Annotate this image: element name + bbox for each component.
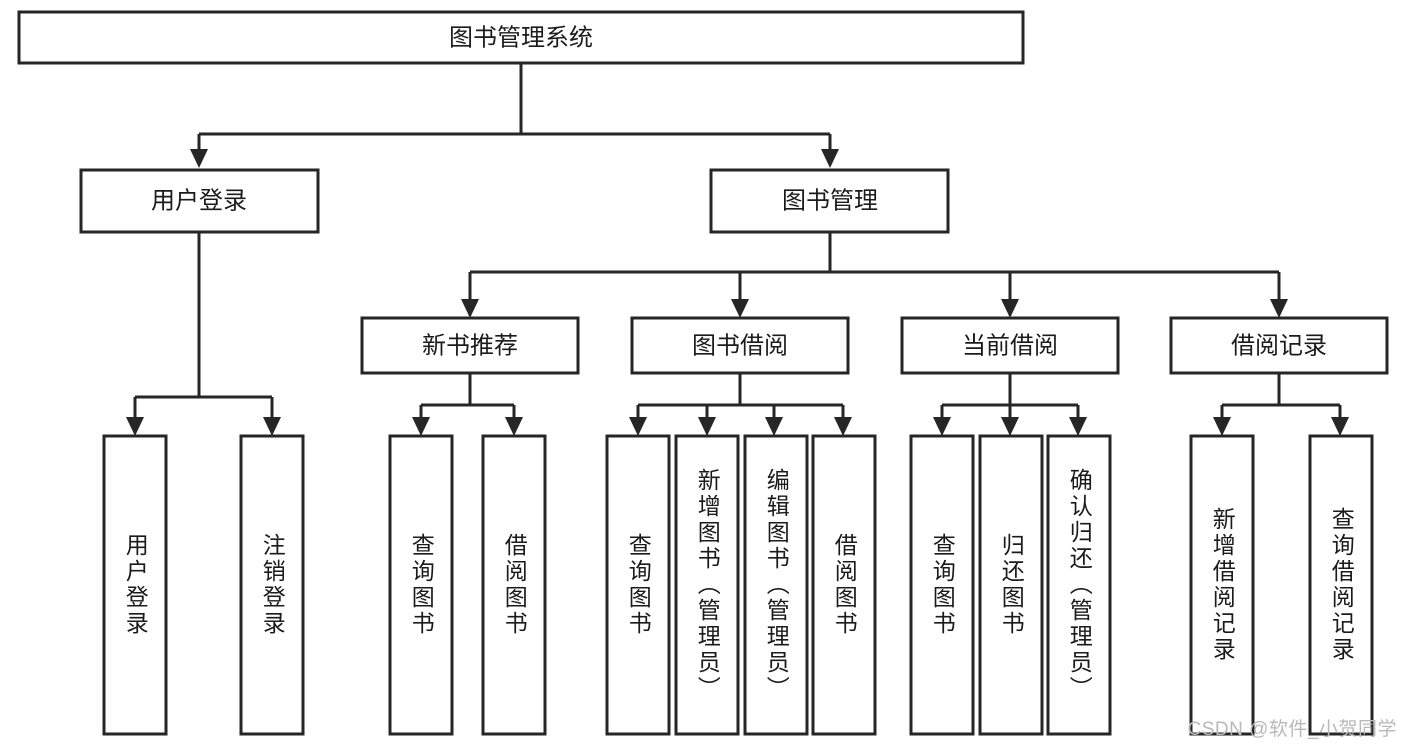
node-user-login[interactable]: 用户登录: [79, 168, 320, 234]
node-book-borrow-label: 图书借阅: [692, 332, 788, 359]
edges-newbook-to-leaves: [412, 373, 523, 436]
watermark-text: CSDN @软件_小贺同学: [1187, 719, 1397, 740]
edges-borrowrecord-to-leaves: [1213, 373, 1349, 436]
leaf-box-newbook-query[interactable]: [388, 434, 454, 736]
leaf-box-current-return[interactable]: [978, 434, 1044, 736]
node-current-borrow-label: 当前借阅: [962, 332, 1058, 359]
edges-currentborrow-to-leaves: [933, 373, 1087, 436]
edges-bookborrow-to-leaves: [629, 373, 852, 436]
leaf-box-current-confirm[interactable]: [1046, 434, 1112, 736]
leaf-box-user-login-signin[interactable]: [102, 434, 168, 736]
leaf-box-record-add[interactable]: [1189, 434, 1255, 736]
node-user-login-label: 用户登录: [151, 187, 247, 214]
leaf-box-user-login-signout[interactable]: [239, 434, 305, 736]
leaf-box-borrow-add[interactable]: [674, 434, 740, 736]
edges-bookmgmt-to-level3: [461, 232, 1288, 318]
leaf-box-newbook-borrow[interactable]: [481, 434, 547, 736]
leaf-box-borrow-query[interactable]: [605, 434, 671, 736]
leaf-box-borrow-edit[interactable]: [743, 434, 809, 736]
edges-root-to-level2: [190, 63, 839, 168]
node-book-management-label: 图书管理: [782, 187, 878, 214]
node-root-label: 图书管理系统: [449, 24, 593, 51]
leaf-box-borrow-lend[interactable]: [811, 434, 877, 736]
leaf-box-current-query[interactable]: [909, 434, 975, 736]
node-book-management[interactable]: 图书管理: [709, 168, 950, 234]
leaf-box-record-query[interactable]: [1308, 434, 1374, 736]
node-current-borrow[interactable]: 当前借阅: [900, 316, 1120, 375]
node-new-book-recommend[interactable]: 新书推荐: [360, 316, 580, 375]
node-root[interactable]: 图书管理系统: [17, 10, 1025, 65]
node-borrow-record[interactable]: 借阅记录: [1169, 316, 1389, 375]
node-new-book-recommend-label: 新书推荐: [422, 332, 518, 359]
node-book-borrow[interactable]: 图书借阅: [630, 316, 850, 375]
edges-userlogin-to-leaves: [126, 232, 281, 436]
node-borrow-record-label: 借阅记录: [1231, 332, 1327, 359]
